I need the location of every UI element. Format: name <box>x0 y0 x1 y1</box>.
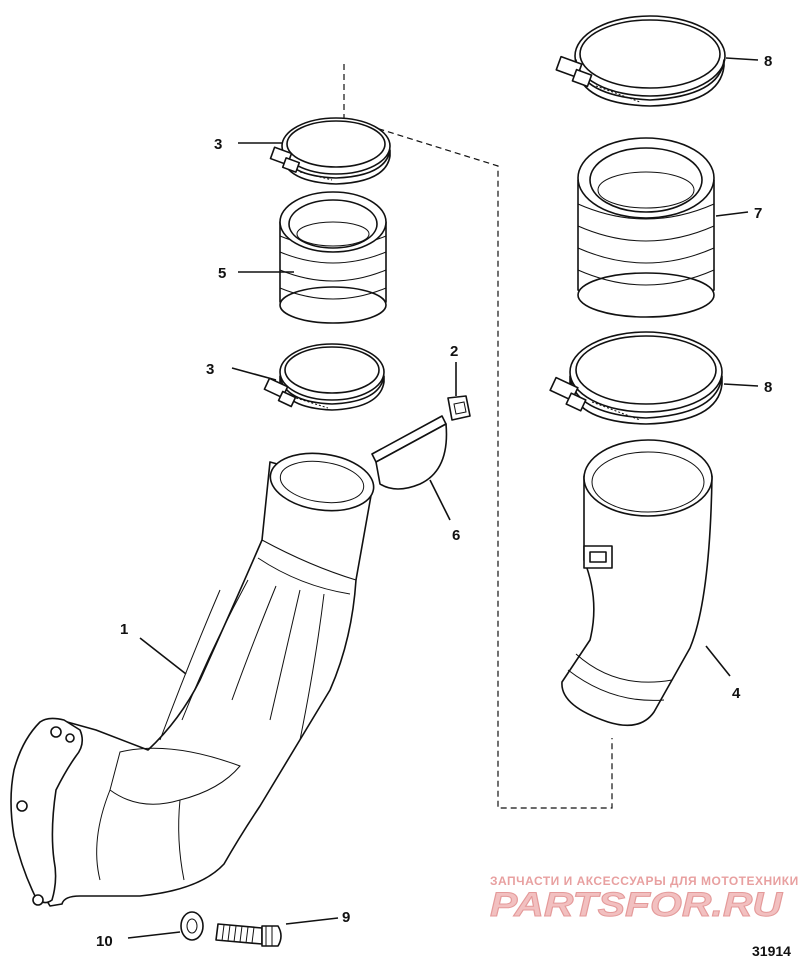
callout-8-top: 8 <box>764 53 772 70</box>
callout-10: 10 <box>96 933 113 950</box>
callout-7: 7 <box>754 205 762 222</box>
hose-clamp-icon <box>263 343 385 411</box>
callout-2: 2 <box>450 343 458 360</box>
watermark-tagline: ЗАПЧАСТИ И АКСЕССУАРЫ ДЛЯ МОТОТЕХНИКИ <box>490 874 799 888</box>
callout-1: 1 <box>120 621 128 638</box>
exhaust-tube-icon <box>561 439 713 727</box>
grommet-icon <box>447 395 471 421</box>
callout-3-top: 3 <box>214 136 222 153</box>
assembly-dashed-line <box>343 64 613 809</box>
callout-5: 5 <box>218 265 226 282</box>
figure-number: 31914 <box>752 943 791 959</box>
callout-6: 6 <box>452 527 460 544</box>
hose-clamp-icon <box>549 331 723 425</box>
flapper-seal-icon <box>371 415 448 490</box>
leader-lines <box>127 57 759 939</box>
bolt-icon <box>215 923 282 947</box>
callout-8-bottom: 8 <box>764 379 772 396</box>
exhaust-elbow-icon <box>10 452 375 907</box>
bellows-icon <box>577 137 715 318</box>
hose-clamp-icon <box>269 117 391 185</box>
hose-clamp-icon <box>555 15 726 107</box>
bellows-icon <box>279 191 387 324</box>
callout-9: 9 <box>342 909 350 926</box>
watermark-brand: PARTSFOR.RU <box>490 886 784 924</box>
callout-4: 4 <box>732 685 741 702</box>
callout-3-bottom: 3 <box>206 361 214 378</box>
washer-icon <box>180 911 204 941</box>
